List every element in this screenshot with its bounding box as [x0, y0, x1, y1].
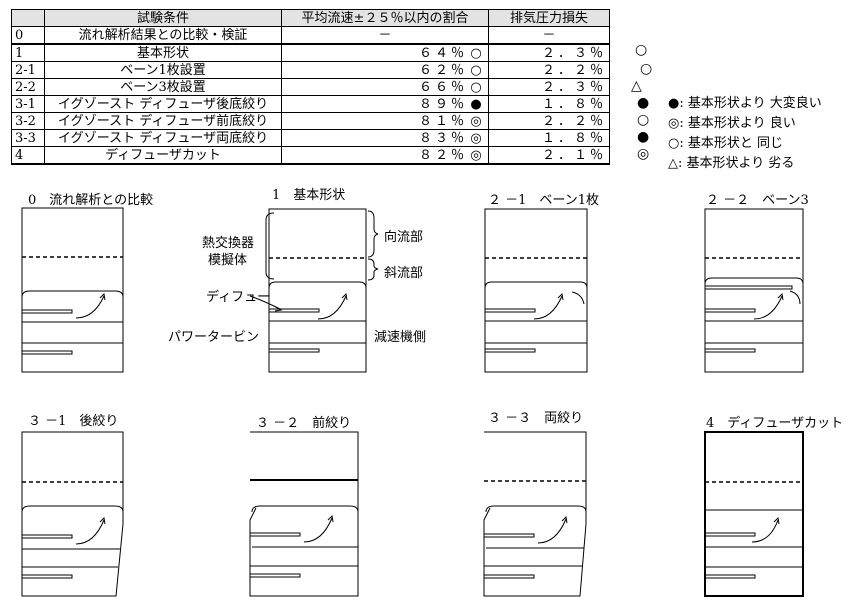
diagram-title-4: 4 ディフューザカット — [706, 416, 844, 431]
loss-value: ２．３％ — [541, 79, 606, 95]
row-loss: － — [488, 26, 610, 45]
diagram-title-3-1: ３ －1 後絞り — [28, 414, 119, 429]
evaluation-legend: ●: 基本形状より 大変良い ◎: 基本形状より 良い ○: 基本形状と 同じ … — [668, 94, 822, 174]
loss-mark-4: ● — [637, 95, 650, 111]
diagram-0 — [21, 207, 124, 373]
loss-value: ２．２％ — [541, 62, 606, 78]
loss-value: １．８％ — [541, 96, 606, 112]
loss-mark-6: ● — [637, 129, 650, 145]
table-header-row: 試験条件 平均流速±２５％以内の割合 排気圧力損失 — [11, 9, 610, 27]
legend-symbol: ◎ — [668, 116, 680, 131]
diagram-1 — [249, 208, 379, 373]
row-loss: ２．１％ — [488, 146, 610, 165]
row-id: 2-2 — [11, 78, 45, 96]
legend-text: 基本形状より 劣る — [686, 156, 795, 171]
row-id: 3-3 — [11, 129, 45, 147]
diagram-title-0: 0 流れ解析との比較 — [28, 193, 154, 208]
diagram-3-1 — [21, 431, 124, 597]
diagram-2-2 — [704, 208, 804, 373]
table-row: 4 ディフューザカット ８２％◎ ２．１％ — [11, 146, 610, 165]
diagram-title-3-3: ３ －３ 両絞り — [488, 411, 584, 426]
loss-value: ２．１％ — [541, 147, 606, 163]
rate-mark: ○ — [470, 62, 482, 78]
header-rate: 平均流速±２５％以内の割合 — [281, 9, 489, 27]
row-rate: ８２％◎ — [281, 146, 489, 165]
rate-value: ６２％ — [418, 62, 467, 78]
row-condition: 流れ解析結果との比較・検証 — [44, 26, 282, 45]
rate-value: ８２％ — [418, 147, 467, 163]
label-heat-exchanger: 熱交換器 — [202, 236, 255, 251]
header-condition: 試験条件 — [44, 9, 282, 27]
header-id — [11, 9, 45, 27]
row-id: 3-2 — [11, 112, 45, 130]
legend-text: 基本形状と 同じ — [687, 136, 783, 151]
legend-symbol: ○ — [668, 136, 680, 151]
rate-mark: ○ — [470, 79, 482, 95]
legend-symbol: ● — [668, 96, 680, 111]
label-upstream: 向流部 — [384, 230, 424, 245]
legend-symbol: △ — [668, 156, 678, 171]
row-condition: イグゾースト ディフューザ両底絞り — [44, 129, 282, 147]
rate-value: ８３％ — [418, 130, 467, 146]
rate-mark: ○ — [470, 45, 482, 61]
rate-mark: ◎ — [470, 147, 482, 163]
table-row: 3-2 イグゾースト ディフューザ前底絞り ８１％◎ ２．２％ — [11, 112, 610, 130]
legend-text: 基本形状より 良い — [687, 116, 796, 131]
table-row: 1 基本形状 ６４％○ ２．３％ — [11, 43, 610, 62]
rate-value: ６４％ — [418, 45, 467, 61]
rate-value: ６６％ — [418, 79, 467, 95]
legend-item: △: 基本形状より 劣る — [668, 156, 795, 171]
row-rate: ６４％○ — [281, 43, 489, 62]
table-row: 2-2 ベーン3枚設置 ６６％○ ２．３％ — [11, 78, 610, 96]
diagram-3-2 — [249, 431, 359, 597]
row-loss: １．８％ — [488, 129, 610, 147]
loss-value: ２．２％ — [541, 113, 606, 129]
header-loss: 排気圧力損失 — [488, 9, 610, 27]
diagram-4 — [704, 431, 804, 597]
diagram-title-2-1: ２ －1 ベーン1枚 — [488, 193, 600, 208]
loss-mark-7: ◎ — [637, 146, 650, 162]
loss-mark-5: ○ — [637, 112, 650, 128]
diagram-title-1: 1 基本形状 — [272, 188, 346, 203]
legend-text: 基本形状より 大変良い — [687, 96, 822, 111]
rate-mark: ◎ — [470, 113, 482, 129]
loss-value: ２．３％ — [541, 45, 606, 61]
legend-item: ●: 基本形状より 大変良い — [668, 96, 822, 111]
diagram-title-3-2: ３ －２ 前絞り — [256, 416, 352, 431]
label-oblique: 斜流部 — [384, 266, 424, 281]
legend-item: ○: 基本形状と 同じ — [668, 136, 783, 151]
table-row: 3-3 イグゾースト ディフューザ両底絞り ８３％◎ １．８％ — [11, 129, 610, 147]
table-row: 3-1 イグゾースト ディフューザ後底絞り ８９％● １．８％ — [11, 95, 610, 113]
label-diffuser: ディフュー — [206, 290, 271, 305]
legend-item: ◎: 基本形状より 良い — [668, 116, 796, 131]
row-rate: ８３％◎ — [281, 129, 489, 147]
loss-mark-1: ○ — [635, 42, 648, 58]
diagram-2-1 — [484, 208, 588, 373]
results-table: 試験条件 平均流速±２５％以内の割合 排気圧力損失 0 流れ解析結果との比較・検… — [11, 9, 610, 165]
table-row: 0 流れ解析結果との比較・検証 － － — [11, 26, 610, 45]
row-loss: ２．３％ — [488, 43, 610, 62]
row-condition: ディフューザカット — [44, 146, 282, 165]
loss-value: １．８％ — [541, 130, 606, 146]
rate-mark: ● — [470, 96, 482, 112]
diagram-title-2-2: ２ －２ ベーン3 — [706, 193, 809, 208]
label-simulator: 模擬体 — [208, 253, 248, 268]
loss-mark-2: ○ — [640, 61, 653, 77]
loss-mark-3: △ — [631, 78, 642, 94]
rate-mark: ◎ — [470, 130, 482, 146]
rate-value: ８１％ — [418, 113, 467, 129]
label-reducer: 減速機側 — [374, 330, 427, 345]
rate-value: ８９％ — [418, 96, 467, 112]
label-power-turbine: パワータービン — [168, 330, 260, 345]
diagram-3-3 — [483, 431, 587, 597]
